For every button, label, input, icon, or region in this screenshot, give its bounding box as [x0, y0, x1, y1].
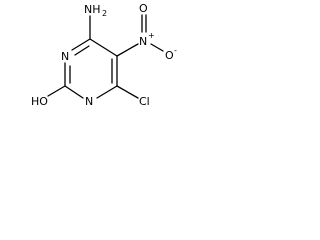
nitro-n-label: N [139, 35, 147, 48]
nitro-o-right-label: O [165, 49, 174, 62]
nitro-plus-charge: + [148, 31, 155, 40]
molecule-diagram: NH 2 N + O O - N N HO Cl [31, 2, 177, 108]
ring-n-top-label: N [61, 50, 69, 63]
ring-n-bottom-label: N [85, 95, 93, 108]
bond-c6-cl [116, 85, 139, 99]
amino-subscript: 2 [102, 9, 107, 18]
bond-n3-c4 [71, 38, 91, 51]
bond-c2-oh [47, 85, 66, 97]
bond-c6-n1 [96, 85, 118, 99]
bond-c4-c5 [89, 38, 118, 57]
chloro-label: Cl [139, 95, 150, 108]
amino-label: NH [84, 3, 101, 16]
bond-c5-nitro [116, 43, 139, 57]
bond-n3-c4-inner [74, 45, 90, 56]
hydroxyl-label: HO [31, 95, 48, 108]
nitro-o-top-label: O [139, 2, 148, 15]
nitro-o-minus-charge: - [174, 46, 177, 55]
bond-n1-c2 [64, 85, 84, 99]
structure-canvas: NH 2 N + O O - N N HO Cl [0, 0, 201, 136]
bond-nitro-o-right [150, 43, 164, 52]
